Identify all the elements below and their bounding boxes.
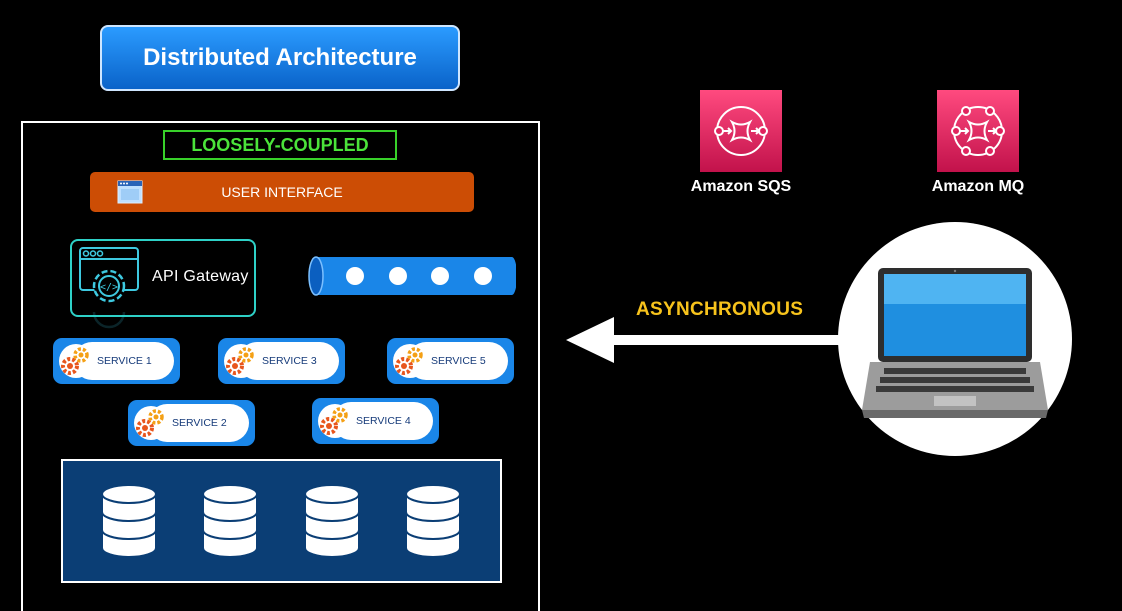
amazon-mq-label: Amazon MQ — [931, 178, 1025, 195]
service-1: SERVICE 1 — [53, 338, 180, 384]
service-3: SERVICE 3 — [218, 338, 345, 384]
user-interface-bar: USER INTERFACE — [90, 172, 474, 212]
amazon-mq-tile — [937, 90, 1019, 172]
database-icon — [304, 484, 360, 558]
database-icon — [405, 484, 461, 558]
broker-icon — [951, 106, 1005, 156]
database-icon — [202, 484, 258, 558]
service-label: SERVICE 5 — [431, 355, 486, 367]
gears-icon — [318, 404, 352, 438]
laptop-icon — [862, 268, 1048, 418]
service-label: SERVICE 1 — [97, 355, 152, 367]
gears-icon — [224, 344, 258, 378]
api-gateway-label: API Gateway — [152, 268, 249, 285]
system-container — [21, 121, 540, 611]
gears-icon — [134, 406, 168, 440]
left-arrow-icon — [566, 317, 842, 363]
service-4: SERVICE 4 — [312, 398, 439, 444]
service-label: SERVICE 2 — [172, 417, 227, 429]
svg-text:</>: </> — [100, 282, 118, 293]
database-icon — [101, 484, 157, 558]
asynchronous-label: ASYNCHRONOUS — [636, 299, 804, 320]
service-2: SERVICE 2 — [128, 400, 255, 446]
gears-icon — [393, 344, 427, 378]
gears-icon — [59, 344, 93, 378]
amazon-sqs-label: Amazon SQS — [690, 178, 792, 195]
diagram-title: Distributed Architecture — [100, 25, 460, 91]
loosely-coupled-label: LOOSELY-COUPLED — [163, 130, 397, 160]
service-label: SERVICE 4 — [356, 415, 411, 427]
service-5: SERVICE 5 — [387, 338, 514, 384]
api-gateway-reflection-icon — [92, 312, 126, 329]
user-interface-label: USER INTERFACE — [221, 184, 343, 200]
amazon-sqs-tile — [700, 90, 782, 172]
api-gateway-box — [70, 239, 256, 317]
service-label: SERVICE 3 — [262, 355, 317, 367]
message-queue-icon — [308, 256, 516, 296]
api-gateway-icon: </> — [79, 247, 139, 303]
window-icon — [117, 180, 143, 204]
queue-icon — [714, 106, 768, 156]
